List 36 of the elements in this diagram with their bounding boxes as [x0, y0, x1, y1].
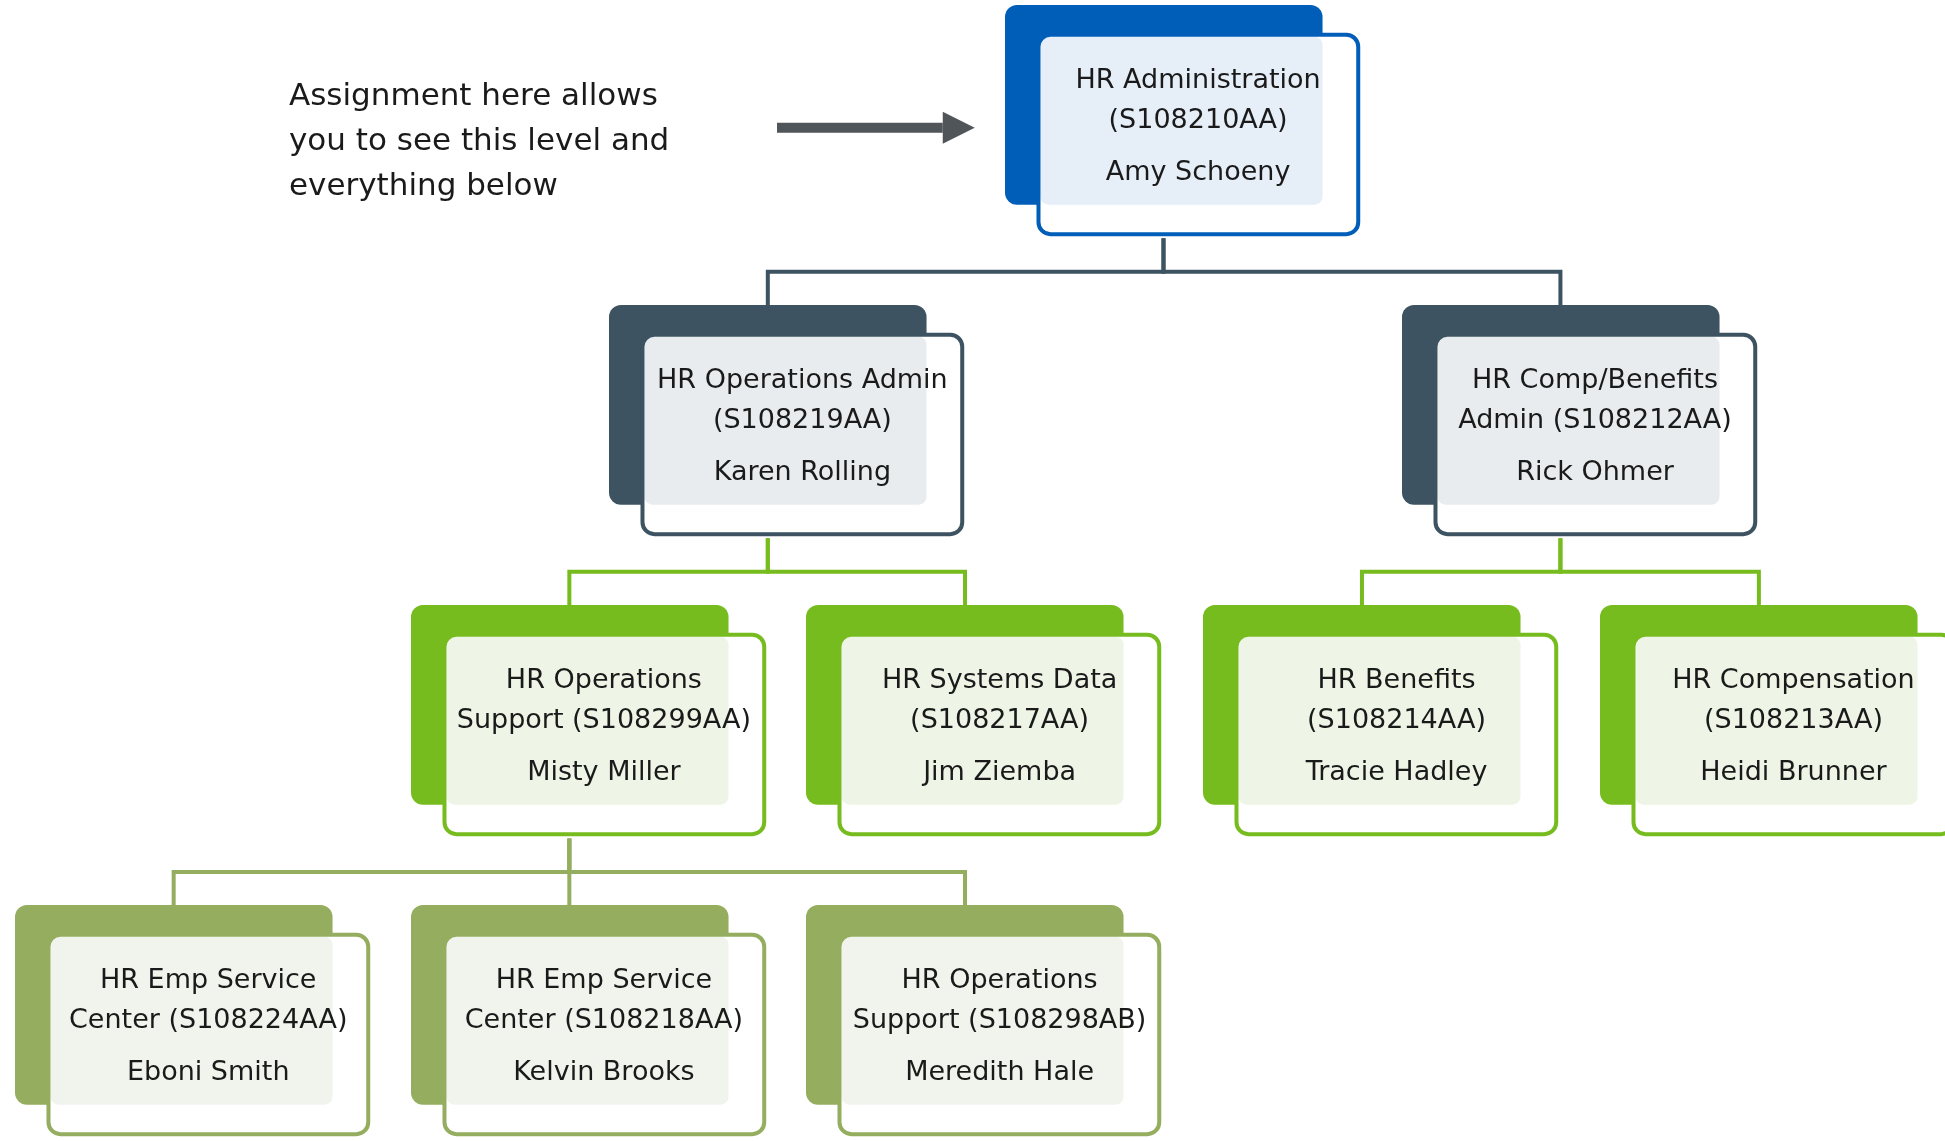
org-card — [410, 905, 768, 1139]
org-card — [806, 605, 1164, 839]
unit-title: HR Operations Support (S108298AB) — [851, 962, 1148, 1037]
unit-title: HR Emp Service Center (S108218AA) — [463, 962, 745, 1037]
org-card — [14, 905, 373, 1139]
person-name: Heidi Brunner — [1699, 754, 1888, 789]
person-name: Misty Miller — [526, 754, 682, 789]
person-name: Tracie Hadley — [1304, 754, 1489, 789]
org-card — [1401, 305, 1759, 539]
org-card — [410, 605, 768, 839]
unit-title: HR Operations Admin (S108219AA) — [656, 361, 949, 436]
connector-line — [1558, 538, 1761, 606]
unit-title: HR Systems Data (S108217AA) — [880, 662, 1119, 737]
person-name: Meredith Hale — [904, 1054, 1096, 1089]
arrow — [777, 111, 975, 144]
connector-line — [1161, 238, 1563, 306]
org-card — [1203, 605, 1561, 839]
org-card — [609, 305, 967, 539]
unit-title: HR Benefits (S108214AA) — [1306, 662, 1487, 737]
unit-title: HR Comp/Benefits Admin (S108212AA) — [1457, 361, 1733, 436]
unit-title: HR Emp Service Center (S108224AA) — [68, 962, 349, 1037]
person-name: Kelvin Brooks — [512, 1054, 696, 1089]
person-name: Eboni Smith — [125, 1054, 291, 1089]
connector-line — [567, 838, 968, 906]
unit-title: HR Operations Support (S108299AA) — [455, 662, 753, 737]
unit-title: HR Compensation (S108213AA) — [1671, 662, 1916, 737]
connector-line — [765, 538, 968, 606]
org-card — [806, 905, 1164, 1139]
person-name: Jim Ziemba — [921, 754, 1078, 789]
unit-title: HR Administration (S108210AA) — [1074, 61, 1322, 136]
person-name: Amy Schoeny — [1104, 153, 1292, 188]
person-name: Rick Ohmer — [1515, 453, 1675, 488]
org-card — [1004, 4, 1362, 239]
note-text: Assignment here allows you to see this level and everything below — [289, 71, 717, 207]
org-card — [1600, 605, 1945, 839]
person-name: Karen Rolling — [712, 453, 893, 488]
